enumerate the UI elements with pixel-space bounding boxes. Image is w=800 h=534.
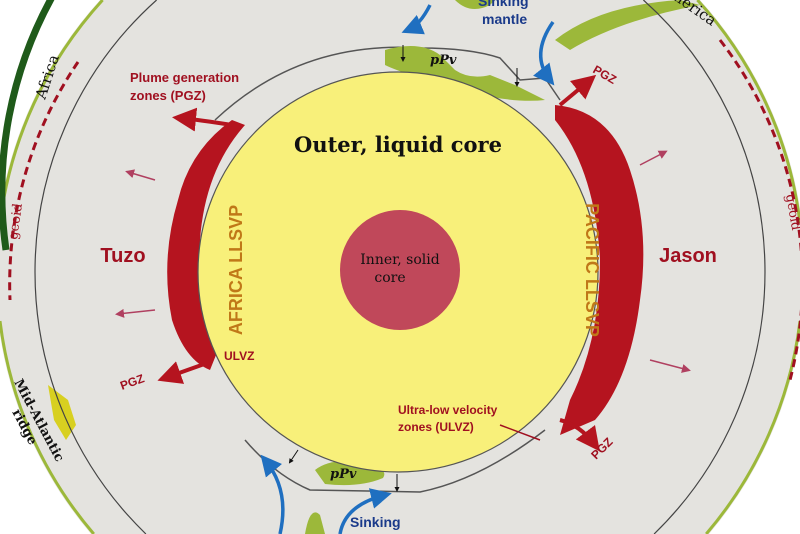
sinking-arrow [401,4,432,35]
subducting-slab-right [555,0,700,50]
geoid-label-left: geoid [6,202,26,240]
inner-core-label-2: core [374,270,405,286]
flow-arrow [125,169,156,181]
ulvz-title-2: zones (ULVZ) [398,420,474,434]
ulvz-title-1: Ultra-low velocity [398,403,498,417]
subducting-slab-top [455,0,495,9]
ppv-label-bottom: pPv [330,467,357,482]
pgz-title-2: zones (PGZ) [130,88,206,103]
inner-core [340,210,460,330]
sinking-arrow [533,20,555,86]
tuzo-label: Tuzo [100,245,145,267]
sinking-bottom-label: Sinking [350,514,401,530]
geoid-dashes-left [8,61,80,301]
subducting-slab-bottom [305,512,325,534]
pgz-arrow-top-right [558,74,597,107]
flow-arrow [649,359,691,373]
pacific-llsvp-label: PACIFIC LLSVP [582,203,602,337]
pgz-arrow-bottom-right [559,418,600,452]
flow-arrow [639,150,668,166]
ppv-label-top: pPv [430,53,457,68]
sinking-mantle-top-2: mantle [482,11,527,27]
africa-llsvp-shape [167,120,245,370]
sinking-mantle-top-1: Sinking [478,0,529,9]
pacific-llsvp-shape [555,105,644,435]
pgz-arrow-bottom-left [157,360,211,384]
africa-continent [0,0,55,251]
thickness-arrow [288,449,299,464]
africa-llsvp-label: AFRICA LLSVP [226,205,246,335]
pgz-arrow-top-left [172,107,233,132]
sinking-arrow [260,454,285,534]
ppv-top [385,46,545,101]
upper-mantle-boundary [34,0,766,534]
sinking-arrow [338,488,392,534]
inner-core-label-1: Inner, solid [360,252,439,268]
pgz-title-1: Plume generation [130,70,239,85]
outer-core-label: Outer, liquid core [294,132,502,157]
ulvz-label: ULVZ [224,349,254,363]
flow-arrow [115,308,156,318]
jason-label: Jason [659,245,717,267]
ulvz-pointer [499,424,541,441]
